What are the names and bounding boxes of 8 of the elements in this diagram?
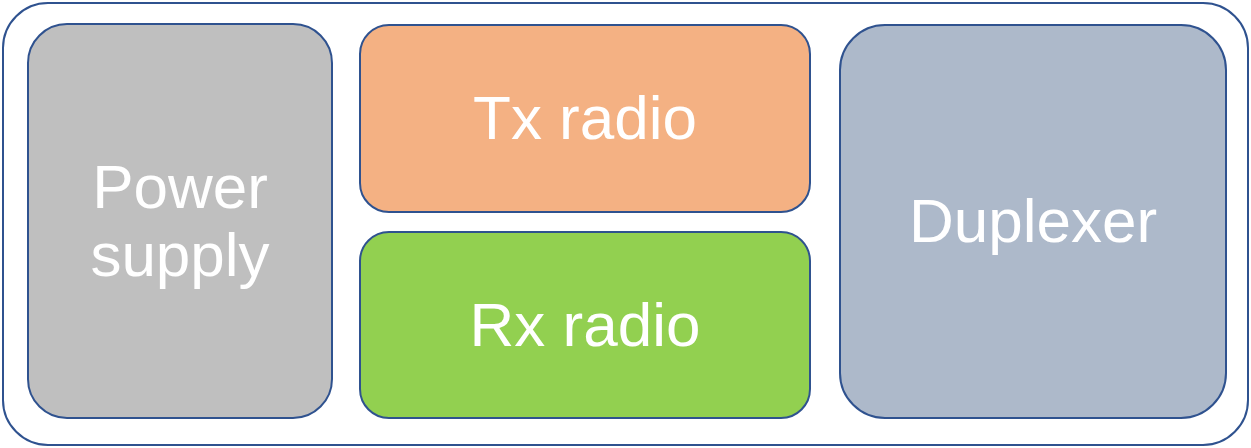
block-label: Duplexer: [908, 187, 1158, 256]
block-box: [359, 24, 811, 213]
block-box: [839, 24, 1227, 419]
block-label: Rx radio: [469, 290, 701, 360]
block-box: [359, 231, 811, 419]
block-label: Power supply: [89, 152, 271, 290]
block-box: [27, 23, 333, 419]
block-label: Tx radio: [473, 84, 697, 153]
